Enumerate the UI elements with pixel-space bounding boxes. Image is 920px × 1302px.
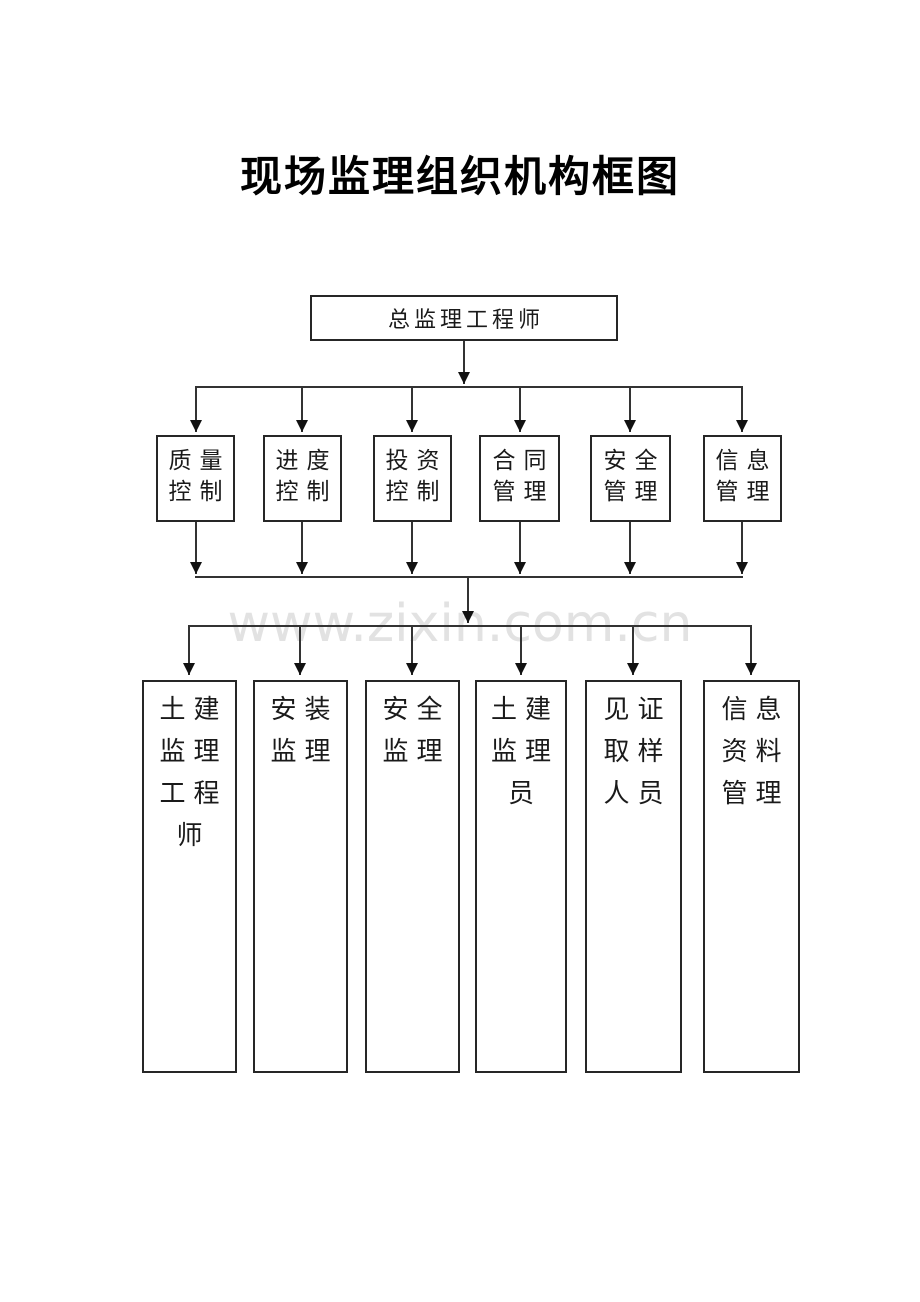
org-box-contract-management: 合同 管理 <box>479 435 560 522</box>
org-box-label-line: 管理 <box>492 478 555 504</box>
org-box-safety-management: 安全 管理 <box>590 435 671 522</box>
org-box-witness-sampling-personnel: 见证 取样 人员 <box>585 680 682 1073</box>
org-box-label-line: 安全 <box>382 695 451 724</box>
org-box-label-line: 土建 <box>490 695 559 724</box>
org-box-label-line: 管理 <box>603 478 666 504</box>
org-box-label-line: 员 <box>507 779 542 808</box>
org-box-label-line: 安装 <box>270 695 339 724</box>
org-box-label-line: 监理 <box>270 737 339 766</box>
org-box-label-line: 监理 <box>382 737 451 766</box>
org-box-label-line: 信息 <box>715 447 778 473</box>
org-box-label-line: 控制 <box>385 478 448 504</box>
org-box-label-line: 进度 <box>275 447 338 473</box>
org-box-installation-supervision: 安装 监理 <box>253 680 348 1073</box>
org-box-label-line: 控制 <box>275 478 338 504</box>
org-box-label-line: 控制 <box>168 478 231 504</box>
org-box-label-line: 师 <box>176 821 211 850</box>
page-title: 现场监理组织机构框图 <box>239 153 680 200</box>
org-box-information-data-management: 信息 资料 管理 <box>703 680 800 1073</box>
org-box-civil-supervisor: 土建 监理 员 <box>475 680 567 1073</box>
org-box-label-line: 质量 <box>168 447 231 473</box>
org-box-label: 总监理工程师 <box>387 307 544 332</box>
org-box-schedule-control: 进度 控制 <box>263 435 342 522</box>
watermark-text: www.zixin.com.cn <box>227 594 693 654</box>
org-box-chief-supervision-engineer: 总监理工程师 <box>310 295 618 341</box>
org-box-label-line: 取样 <box>603 737 672 766</box>
org-box-investment-control: 投资 控制 <box>373 435 452 522</box>
org-box-label-line: 人员 <box>603 779 672 808</box>
org-box-label-line: 管理 <box>715 478 778 504</box>
org-box-label-line: 合同 <box>492 447 555 473</box>
org-box-label-line: 管理 <box>721 779 790 808</box>
org-box-label-line: 信息 <box>721 695 790 724</box>
org-box-label-line: 监理 <box>159 737 228 766</box>
org-box-label-line: 投资 <box>385 447 448 473</box>
org-box-label-line: 见证 <box>603 695 672 724</box>
org-box-civil-supervision-engineer: 土建 监理 工程 师 <box>142 680 237 1073</box>
org-box-label-line: 工程 <box>159 779 228 808</box>
org-box-label-line: 土建 <box>159 695 228 724</box>
org-box-safety-supervision: 安全 监理 <box>365 680 460 1073</box>
org-box-label-line: 安全 <box>603 447 666 473</box>
org-box-label-line: 资料 <box>721 737 790 766</box>
org-box-label-line: 监理 <box>490 737 559 766</box>
org-box-information-management: 信息 管理 <box>703 435 782 522</box>
org-box-quality-control: 质量 控制 <box>156 435 235 522</box>
